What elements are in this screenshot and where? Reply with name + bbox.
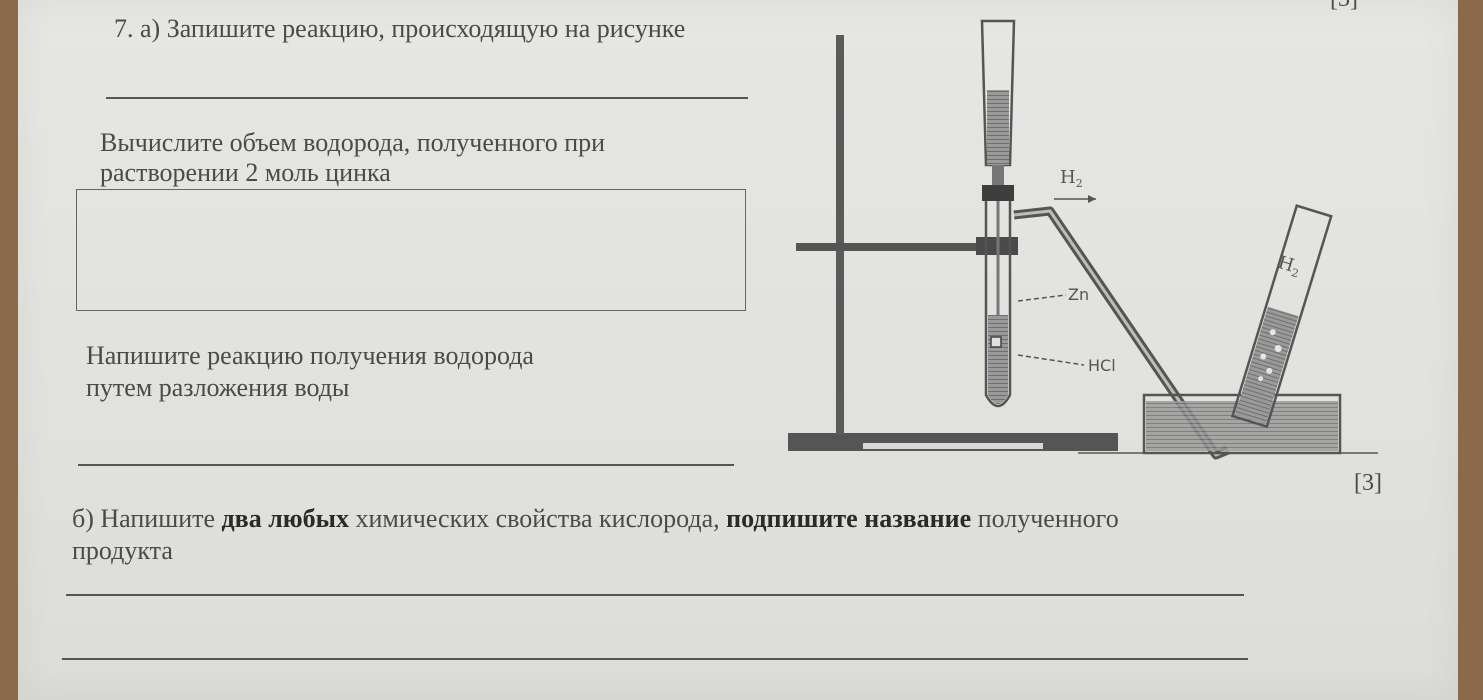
- calc-instruction: Вычислите объем водорода, полученного пр…: [100, 128, 605, 188]
- part-b-line-1: б) Напишите два любых химических свойств…: [72, 504, 1119, 533]
- water-in-collecting-tube: [1234, 306, 1299, 425]
- test-tube: [984, 201, 1012, 408]
- acid-in-funnel: [987, 90, 1009, 165]
- label-h2-tube: H2: [1275, 252, 1303, 281]
- write-instruction: Напишите реакцию получения водорода путе…: [86, 340, 534, 404]
- write-line-1: Напишите реакцию получения водорода: [86, 341, 534, 370]
- calc-answer-box[interactable]: [76, 189, 746, 311]
- zinc-piece: [990, 336, 1002, 348]
- part-b-line-2: продукта: [72, 536, 173, 565]
- hydrogen-apparatus-figure: Zn HCl H2 H2: [788, 19, 1378, 460]
- acid-in-tube: [988, 315, 1008, 404]
- stand-rod: [836, 35, 844, 435]
- marks-part-a: [3]: [1354, 470, 1382, 496]
- calc-line-1: Вычислите объем водорода, полученного пр…: [100, 128, 606, 157]
- answer-line-water-decomposition[interactable]: [78, 464, 734, 466]
- collecting-tube: [1230, 204, 1333, 429]
- answer-line-b-2[interactable]: [62, 658, 1248, 660]
- label-zn: Zn: [1068, 285, 1089, 304]
- label-h2-arrow: H2: [1060, 167, 1083, 190]
- worksheet-page: [3] 7. а) Запишите реакцию, происходящую…: [18, 0, 1458, 700]
- label-hcl: HCl: [1088, 356, 1116, 375]
- clamp-arm: [796, 243, 1018, 251]
- dropping-funnel: [980, 19, 1016, 167]
- answer-line-reaction[interactable]: [106, 97, 748, 99]
- write-line-2: путем разложения воды: [86, 373, 350, 402]
- question-title: 7. а) Запишите реакцию, происходящую на …: [114, 14, 686, 43]
- answer-line-b-1[interactable]: [66, 594, 1244, 596]
- calc-line-2: растворении 2 моль цинка: [100, 158, 391, 187]
- part-b-instruction: б) Напишите два любых химических свойств…: [72, 503, 1119, 567]
- stopper: [982, 185, 1014, 201]
- marks-top-partial: [3]: [1330, 0, 1358, 13]
